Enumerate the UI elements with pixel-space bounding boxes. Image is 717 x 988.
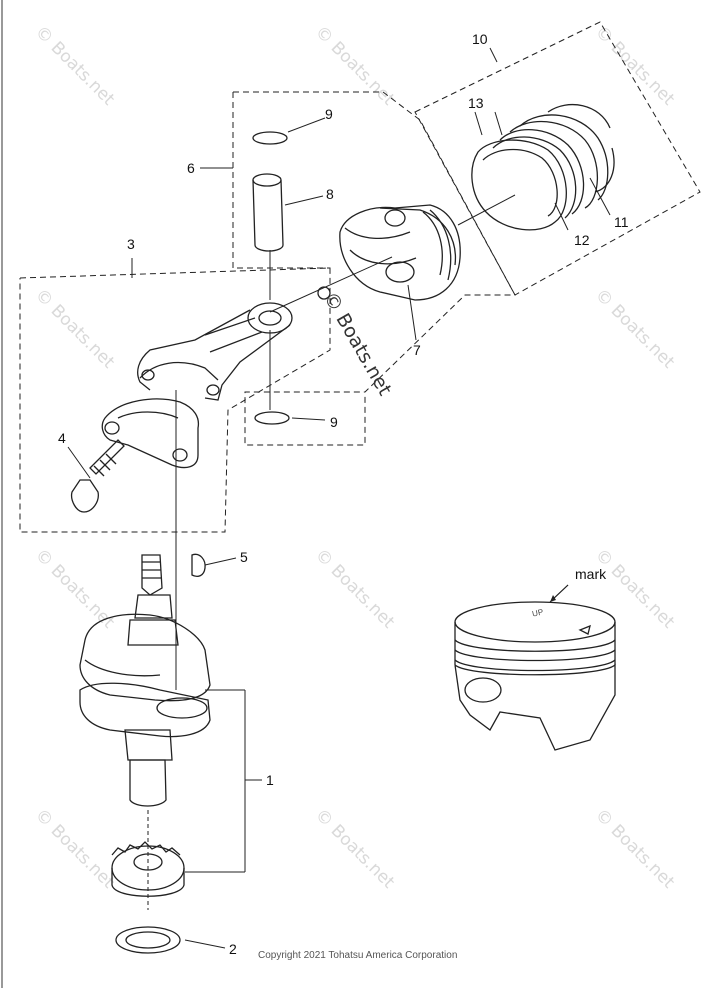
- callout-1: 1: [266, 772, 274, 788]
- callout-4: 4: [58, 430, 66, 446]
- circlip-small: [317, 286, 331, 300]
- piston-rings: [471, 114, 609, 231]
- callout-7: 7: [413, 342, 421, 358]
- circlip-upper: [252, 131, 288, 145]
- leader-lines: [67, 47, 611, 949]
- callout-11: 11: [614, 214, 629, 230]
- top-ring: [547, 104, 615, 193]
- copyright-text: Copyright 2021 Tohatsu America Corporati…: [258, 950, 458, 961]
- connecting-rod: [101, 302, 293, 469]
- callout-2: 2: [229, 941, 237, 957]
- piston-pin: [252, 173, 284, 252]
- svg-text:UP: UP: [531, 607, 544, 618]
- callout-13: 13: [468, 95, 484, 111]
- crankshaft: [79, 554, 211, 807]
- thrust-washer: [115, 926, 181, 954]
- mark-label: mark: [575, 566, 607, 582]
- con-rod-bolt: [70, 439, 125, 513]
- callout-12: 12: [574, 232, 590, 248]
- callout-6: 6: [187, 160, 195, 176]
- callout-5: 5: [240, 549, 248, 565]
- woodruff-key: [191, 553, 206, 577]
- callout-9-upper: 9: [325, 106, 333, 122]
- piston-mark-view: UP: [454, 601, 616, 751]
- crank-gear: [111, 841, 185, 897]
- callout-8: 8: [326, 186, 334, 202]
- callout-10: 10: [472, 31, 488, 47]
- piston-exploded: [339, 204, 461, 301]
- callout-9-lower: 9: [330, 414, 338, 430]
- group-boundaries: [19, 21, 701, 533]
- circlip-lower: [254, 411, 290, 425]
- callout-3: 3: [127, 236, 135, 252]
